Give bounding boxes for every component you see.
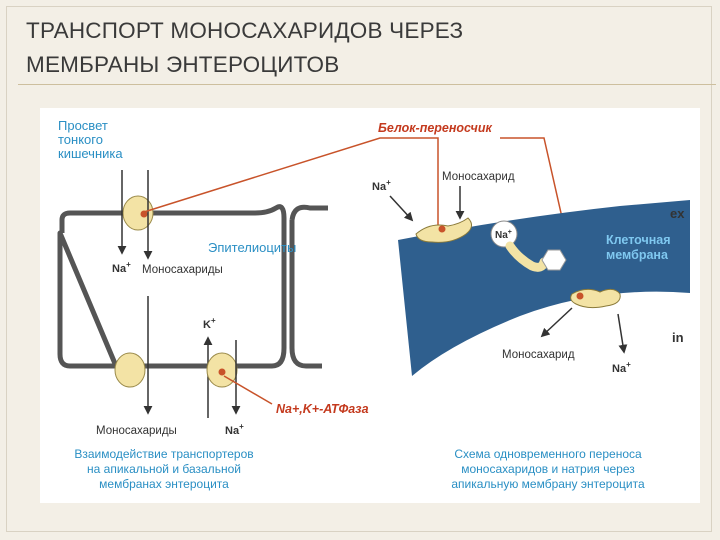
atpase-pointer: [223, 375, 273, 405]
lumen-label-line-2: тонкого: [58, 132, 103, 147]
basal-glucose-transporter: [114, 352, 146, 388]
atpase-label: Na+,K+-АТФаза: [276, 402, 369, 416]
diagram-svg: Просвет тонкого кишечника Na+ Моносахари…: [40, 108, 700, 503]
carrier-na-ion: [490, 220, 518, 248]
membrane-label-line-1: Клеточная: [606, 233, 671, 247]
right-caption-line-1: Схема одновременного переноса: [454, 447, 642, 461]
atpase-binding-site: [218, 368, 226, 376]
left-caption-line-1: Взаимодействие транспортеров: [74, 447, 253, 461]
right-caption-line-3: апикальную мембрану энтероцита: [451, 477, 645, 491]
enterocyte-outline: [57, 204, 287, 369]
left-caption-line-3: мембранах энтероцита: [99, 477, 229, 491]
mono-out-arrow: [540, 307, 573, 338]
title-line-2: МЕМБРАНЫ ЭНТЕРОЦИТОВ: [26, 52, 340, 77]
mono-bottom-label: Моносахарид: [502, 349, 575, 361]
left-caption-line-2: на апикальной и базальной: [87, 462, 241, 476]
extracellular-label: ex: [670, 206, 685, 221]
carrier-inner-conformation: [570, 288, 621, 309]
apical-transporter: [122, 195, 154, 231]
title-line-1: ТРАНСПОРТ МОНОСАХАРИДОВ ЧЕРЕЗ: [26, 18, 464, 43]
carrier-top-binding-site: [438, 225, 446, 233]
lumen-label-line-3: кишечника: [58, 146, 123, 161]
na-bottom-label: Na+: [612, 360, 631, 375]
neighbor-cell-apical: [289, 204, 328, 221]
membrane-label-line-2: мембрана: [606, 248, 669, 262]
na-top-label: Na+: [372, 178, 391, 193]
apical-binding-site: [140, 210, 148, 218]
k-ion-label: K+: [203, 316, 216, 331]
epithelium-label: Эпителиоциты: [208, 240, 296, 255]
slide-title: ТРАНСПОРТ МОНОСАХАРИДОВ ЧЕРЕЗ МЕМБРАНЫ Э…: [26, 14, 586, 82]
right-caption-line-2: моносахаридов и натрия через: [461, 462, 635, 476]
na-in-arrow: [389, 195, 414, 222]
carrier-bottom-binding-site: [576, 292, 584, 300]
carrier-protein-label: Белок-переносчик: [378, 121, 492, 135]
carrier-na-label: Na+: [495, 229, 512, 241]
slide-frame: [6, 6, 712, 532]
basal-na-label: Na+: [225, 422, 244, 437]
basal-mono-label: Моносахариды: [96, 425, 177, 437]
apical-mono-label: Моносахариды: [142, 264, 223, 276]
neighbor-cell-outline: [289, 220, 322, 369]
mono-top-label: Моносахарид: [442, 171, 515, 183]
intracellular-label: in: [672, 330, 684, 345]
diagram-panel: Просвет тонкого кишечника Na+ Моносахари…: [40, 108, 700, 503]
carrier-middle-conformation: [505, 241, 549, 272]
apical-na-label: Na+: [112, 260, 131, 275]
cell-membrane: [398, 200, 690, 376]
na-out-arrow: [617, 313, 628, 354]
monosaccharide-hexagon: [541, 249, 567, 271]
title-divider: [18, 84, 716, 85]
lumen-label-line-1: Просвет: [58, 118, 108, 133]
carrier-pointer-left: [143, 137, 439, 226]
